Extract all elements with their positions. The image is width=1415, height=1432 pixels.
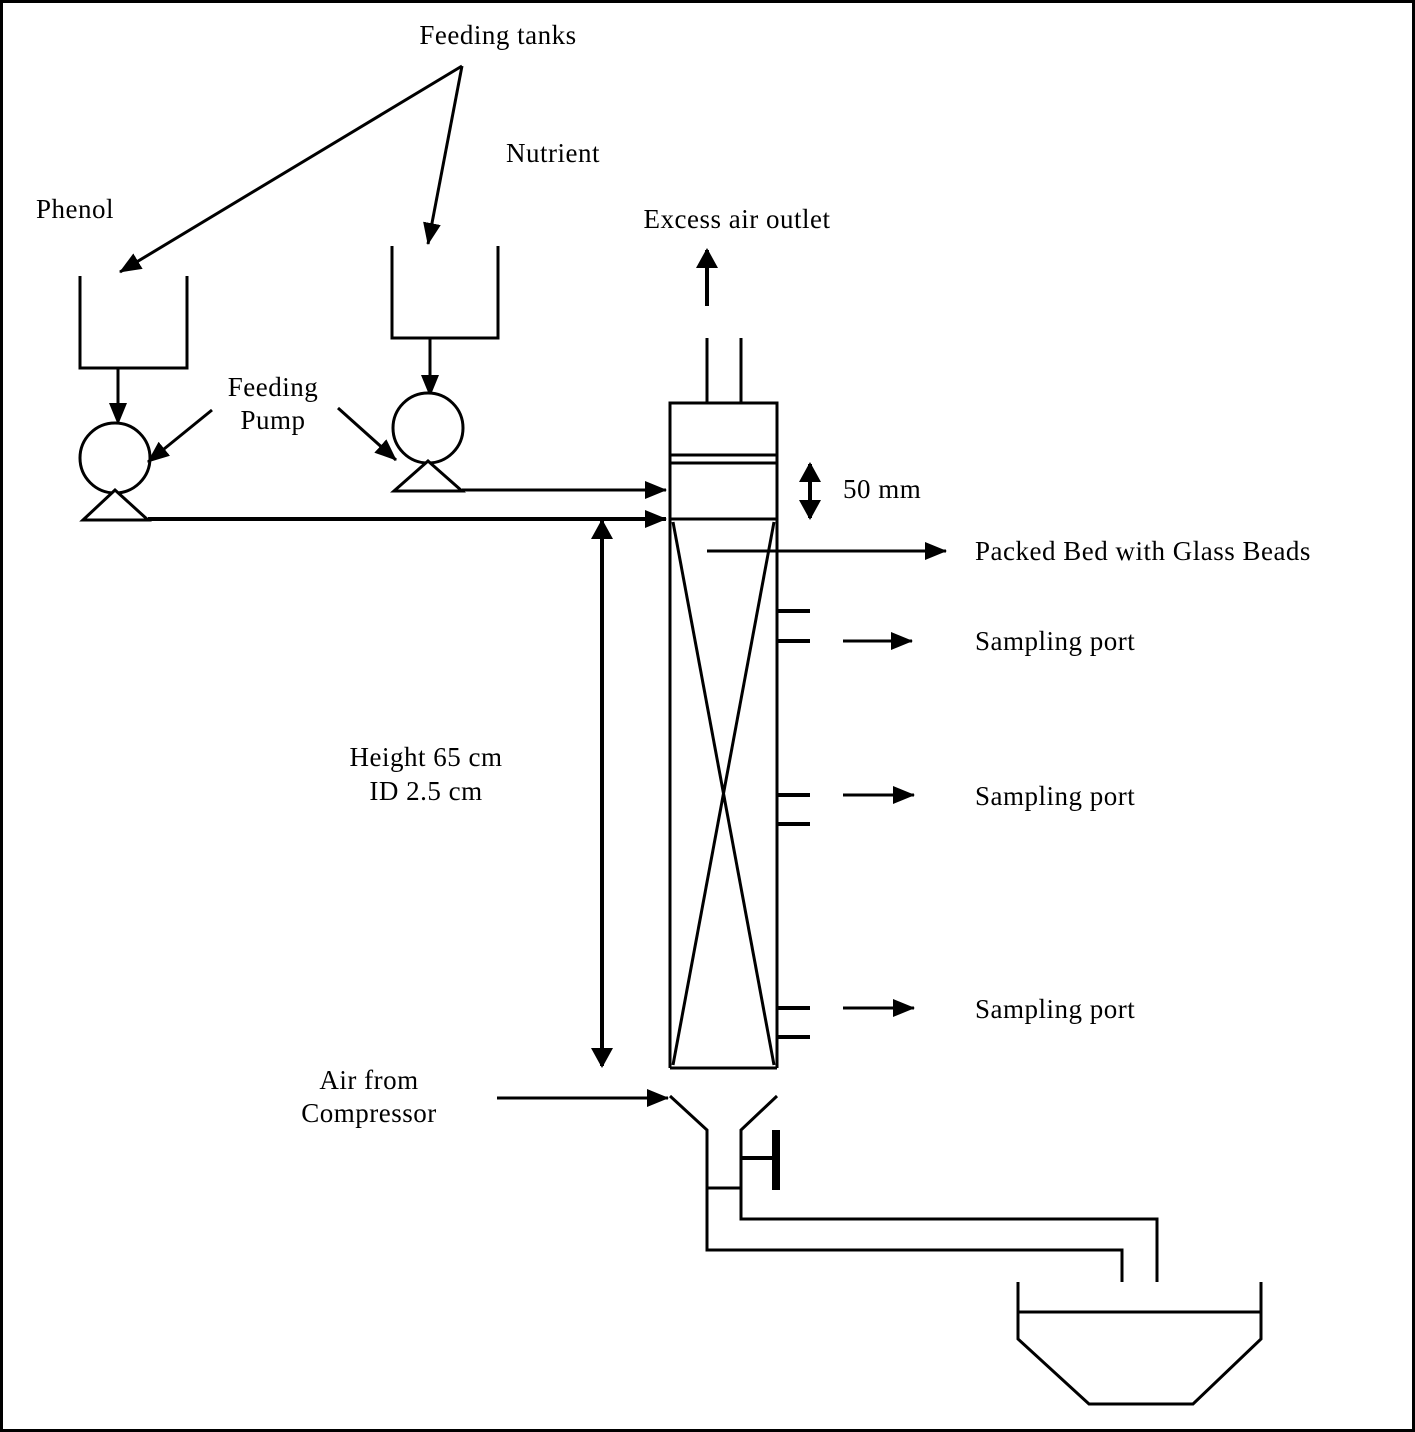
sampling-port-label-1: Sampling port (975, 626, 1135, 656)
feeding-pump-label-line2: Pump (240, 405, 305, 435)
nutrient-feeding-pump (390, 391, 466, 493)
sampling-port-1 (777, 609, 913, 650)
nutrient-label: Nutrient (506, 138, 600, 168)
air-from-label-line2: Compressor (301, 1098, 437, 1128)
feeding-pump-pointers (147, 406, 398, 464)
drain-valve (741, 1130, 780, 1190)
air-from-label-line1: Air from (319, 1065, 418, 1095)
gap-dimension-label: 50 mm (843, 474, 921, 504)
sampling-port-label-3: Sampling port (975, 994, 1135, 1024)
sampling-port-3 (777, 999, 915, 1039)
collection-vessel (1016, 1282, 1263, 1406)
feeding-pump-label-line1: Feeding (228, 372, 319, 402)
packed-bed-column (668, 338, 779, 1190)
sampling-port-2 (777, 786, 915, 826)
feeding-tanks-label: Feeding tanks (419, 20, 576, 50)
excess-air-outlet-label: Excess air outlet (644, 204, 831, 234)
drain-pipe (705, 1188, 1159, 1282)
nutrient-tank (390, 246, 500, 340)
packed-bed-label: Packed Bed with Glass Beads (975, 536, 1311, 566)
phenol-label: Phenol (36, 194, 114, 224)
sampling-port-label-2: Sampling port (975, 781, 1135, 811)
feeding-tanks-arrows (119, 64, 464, 274)
phenol-feeding-pump (78, 421, 152, 522)
column-id-label: ID 2.5 cm (369, 776, 482, 806)
phenol-tank (78, 276, 189, 370)
column-height-label: Height 65 cm (350, 742, 503, 772)
